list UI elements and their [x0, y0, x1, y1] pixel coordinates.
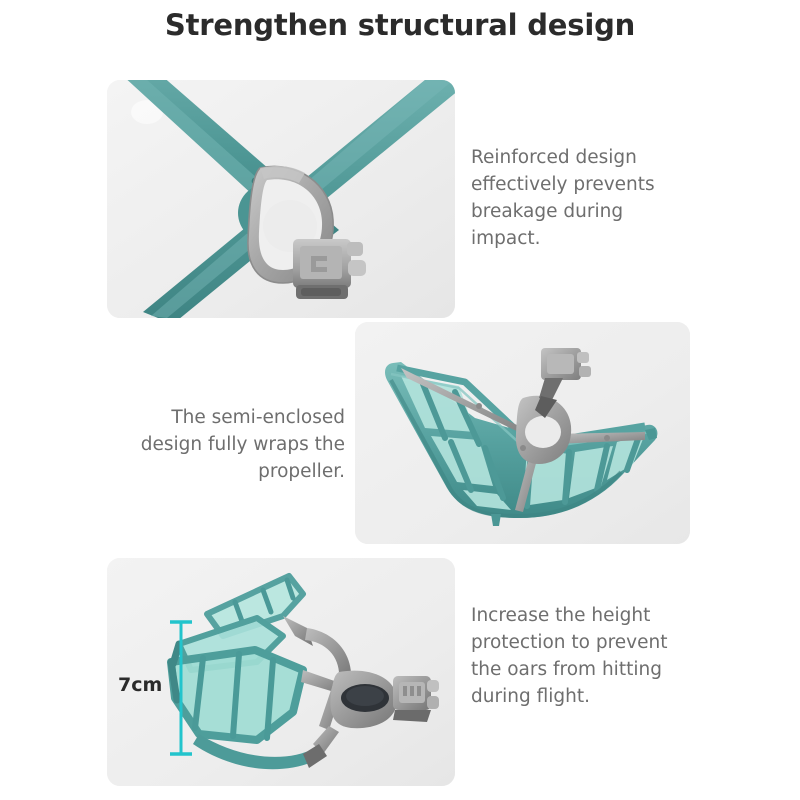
- semi-enclosed-cage-illustration: [355, 322, 690, 544]
- dimension-label-7cm: 7cm: [118, 674, 163, 696]
- crossbar-clamp-illustration: [107, 80, 455, 318]
- propeller-guard-height-side-view-photo: [107, 558, 455, 786]
- propeller-guard-crossbar-clamp-photo: [107, 80, 455, 318]
- dimension-line-icon: [170, 620, 192, 756]
- caption-reinforced-design: Reinforced design effectively prevents b…: [471, 147, 655, 249]
- page-title: Strengthen structural design: [164, 8, 636, 42]
- caption-increase-height: Increase the height protection to preven…: [471, 605, 668, 707]
- caption-semi-enclosed-design: The semi-enclosed design fully wraps the…: [140, 407, 345, 482]
- height-dimension-annotation: 7cm: [118, 618, 198, 758]
- propeller-guard-semi-enclosed-cage-photo: [355, 322, 690, 544]
- height-side-view-illustration: [107, 558, 455, 786]
